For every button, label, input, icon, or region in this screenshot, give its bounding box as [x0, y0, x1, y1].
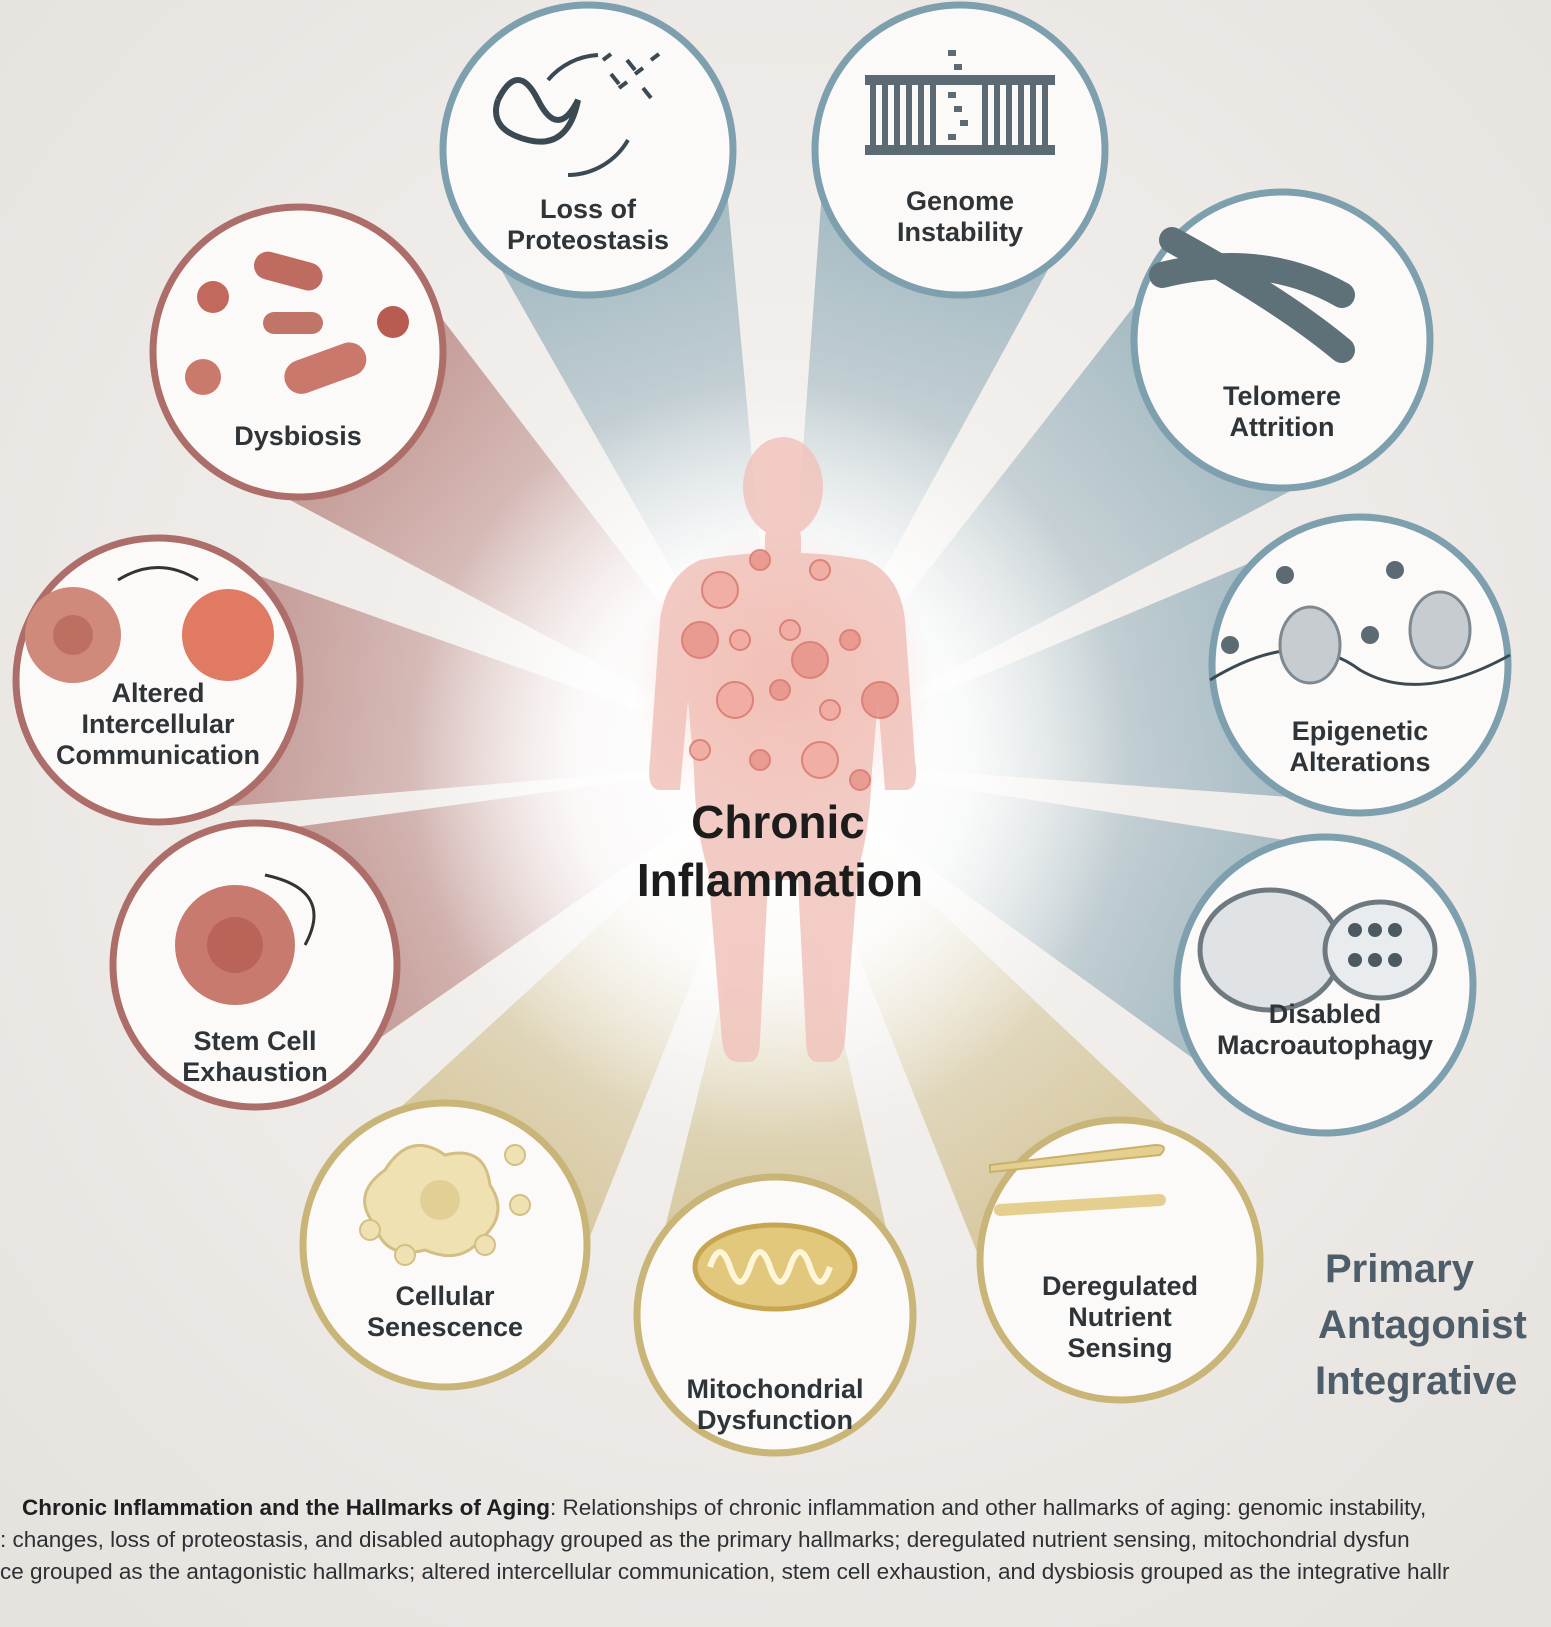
hallmark-label-line: Attrition [1230, 412, 1335, 442]
hallmark-circle [149, 203, 447, 501]
hallmark-label-line: Alterations [1289, 747, 1430, 777]
cellular-senescence-icon [359, 1144, 531, 1266]
caption-title: Chronic Inflammation and the Hallmarks o… [22, 1495, 550, 1520]
hallmark-dysbiosis: Dysbiosis [149, 203, 447, 501]
hallmark-label-line: Macroautophagy [1217, 1030, 1433, 1060]
hallmark-label-line: Deregulated [1042, 1271, 1198, 1301]
inflammatory-cell [779, 619, 801, 641]
inflammatory-cell [701, 571, 739, 609]
hallmark-label-line: Cellular [395, 1281, 495, 1311]
hallmark-label-line: Stem Cell [193, 1026, 316, 1056]
hallmark-label-line: Genome [906, 186, 1014, 216]
legend-primary: Primary [1325, 1247, 1475, 1291]
inflammatory-cell [849, 769, 871, 791]
center-title-line1: Chronic [691, 796, 865, 848]
hallmark-label-line: Dysbiosis [234, 421, 362, 451]
hallmark-label-line: Intercellular [81, 709, 235, 739]
hallmark-circle [1208, 513, 1512, 817]
stem-cell-exhaustion-icon [175, 873, 316, 1005]
inflammatory-cell [681, 621, 719, 659]
caption-line-1: Chronic Inflammation and the Hallmarks o… [0, 1492, 1551, 1524]
inflammatory-cell [839, 629, 861, 651]
hallmark-label-line: Senescence [367, 1312, 523, 1342]
hallmark-label-line: Sensing [1067, 1333, 1172, 1363]
hallmark-label-line: Proteostasis [507, 225, 669, 255]
hallmark-label-line: Exhaustion [182, 1057, 328, 1087]
hallmark-label-line: Nutrient [1068, 1302, 1172, 1332]
altered-intercellular-communication-icon [25, 566, 274, 683]
inflammatory-cell [791, 641, 829, 679]
epigenetic-alterations-icon [1209, 561, 1511, 686]
silhouette-head [743, 437, 823, 537]
hallmark-label-line: Dysfunction [697, 1405, 853, 1435]
figure-caption: Chronic Inflammation and the Hallmarks o… [0, 1492, 1551, 1588]
inflammatory-cells [681, 549, 899, 791]
legend-integrative: Integrative [1315, 1359, 1517, 1403]
inflammatory-cell [716, 681, 754, 719]
hallmark-circle [976, 1116, 1264, 1404]
hallmark-label-line: Loss of [540, 194, 637, 224]
loss-of-proteostasis-icon [493, 52, 661, 177]
hallmark-label-line: Telomere [1223, 381, 1341, 411]
telomere-attrition-icon [1149, 227, 1355, 363]
hallmark-label: Dysbiosis [234, 421, 362, 451]
legend-antagonist: Antagonist [1318, 1303, 1527, 1347]
hallmark-label-line: Epigenetic [1292, 716, 1429, 746]
inflammatory-cell [749, 749, 771, 771]
inflammatory-cell [749, 549, 771, 571]
inflammatory-cell [689, 739, 711, 761]
caption-line1-text: : Relationships of chronic inflammation … [549, 1495, 1427, 1520]
hallmark-label-line: Instability [897, 217, 1023, 247]
disabled-macroautophagy-icon [1197, 887, 1438, 1013]
caption-line-3: ce grouped as the antagonistic hallmarks… [0, 1559, 1450, 1584]
mitochondrial-dysfunction-icon [692, 1222, 858, 1312]
hallmark-label-line: Altered [111, 678, 204, 708]
inflammatory-cell [729, 629, 751, 651]
inflammatory-cell [809, 559, 831, 581]
center-title-line2: Inflammation [637, 854, 923, 906]
dysbiosis-icon [185, 251, 409, 395]
hallmark-label-line: Mitochondrial [687, 1374, 864, 1404]
inflammatory-cell [801, 741, 839, 779]
inflammatory-cell [769, 679, 791, 701]
hallmark-label-line: Disabled [1269, 999, 1382, 1029]
genome-instability-icon [865, 50, 1055, 155]
inflammatory-cell [819, 699, 841, 721]
caption-line-2: : changes, loss of proteostasis, and dis… [0, 1527, 1410, 1552]
inflammatory-cell [861, 681, 899, 719]
deregulated-nutrient-sensing-icon [989, 1143, 1166, 1216]
hallmark-label-line: Communication [56, 740, 260, 770]
